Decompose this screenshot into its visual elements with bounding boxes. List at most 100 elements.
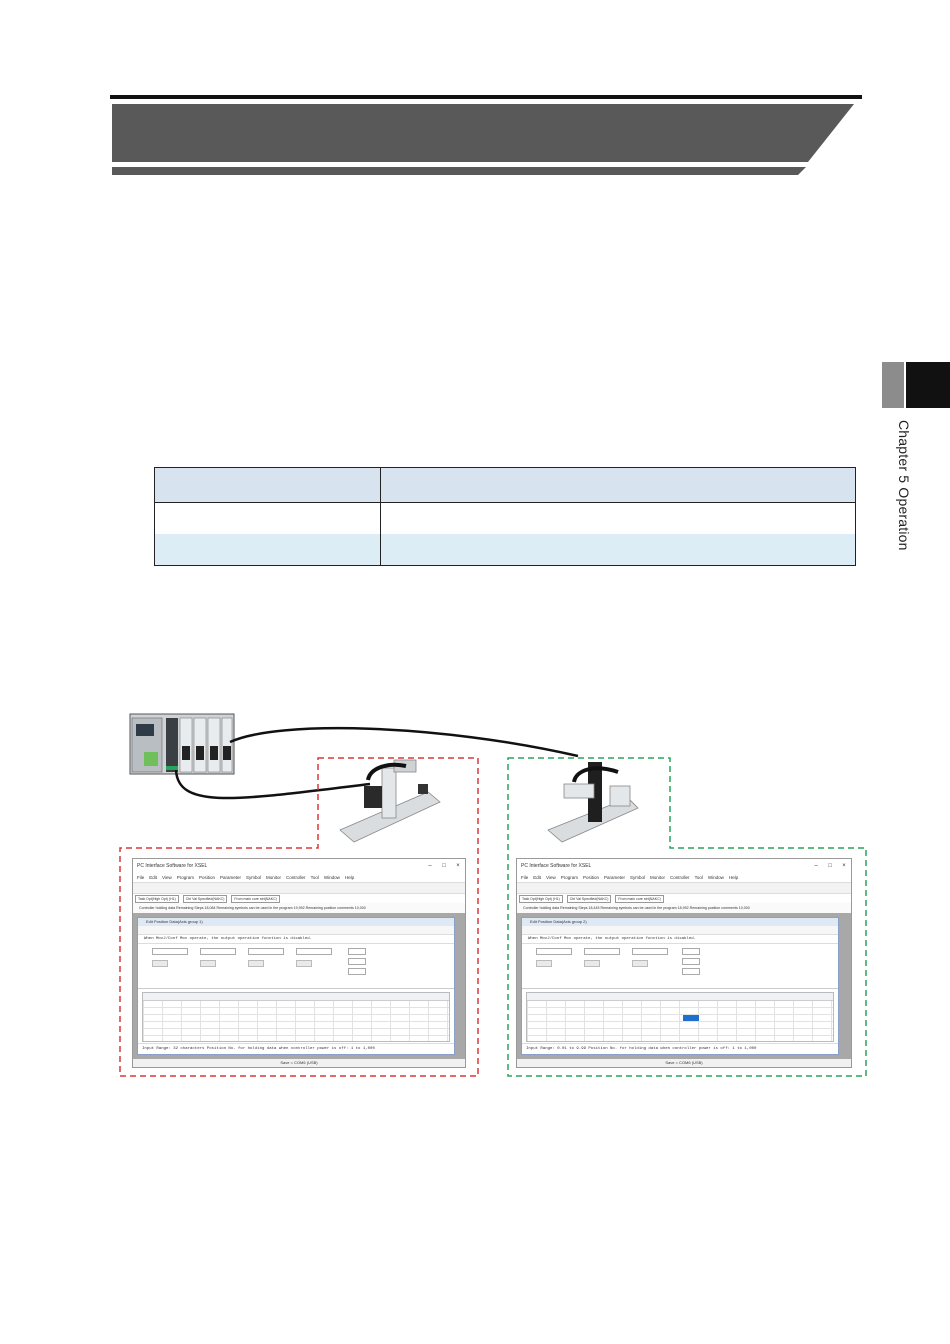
ctrl-combo[interactable]: Ctrl Val Specified(NAKC) (566, 894, 612, 903)
input-range-text: Input Range: 0.01 to 9.99 Position No. f… (522, 1043, 838, 1054)
menu-file[interactable]: File (137, 875, 145, 880)
maximize-button[interactable]: □ (828, 863, 832, 869)
workspace: Edit Position Data(Axis group 2) When Mo… (517, 913, 851, 1059)
menu-symbol[interactable]: Symbol (246, 875, 262, 880)
menu-edit[interactable]: Edit (149, 875, 158, 880)
menu-view[interactable]: View (162, 875, 172, 880)
grid-header (527, 993, 833, 1001)
axis-panel (522, 944, 838, 989)
chapter-tab-dark (906, 362, 950, 408)
vel-field[interactable] (348, 948, 366, 955)
header-rule (110, 95, 862, 99)
table-row (155, 503, 855, 534)
window-titlebar: PC Interface Software for XSEL – □ × (517, 859, 851, 873)
menu-parameter[interactable]: Parameter (604, 875, 626, 880)
axis-panel (138, 944, 454, 989)
software-window-group-2: PC Interface Software for XSEL – □ × Fil… (516, 858, 852, 1068)
menu-window[interactable]: Window (707, 875, 724, 880)
close-button[interactable]: × (842, 863, 846, 869)
jog-button[interactable] (632, 960, 648, 967)
menu-file[interactable]: File (521, 875, 529, 880)
combo-row: Task Opt(High Opt) (H1) Ctrl Val Specifi… (133, 894, 465, 903)
axis-value-field[interactable] (296, 948, 332, 955)
cable-to-robot-2 (229, 726, 579, 758)
menu-help[interactable]: Help (728, 875, 739, 880)
table-header-row (155, 468, 855, 503)
combo-row: Task Opt(High Opt) (H1) Ctrl Val Specifi… (517, 894, 851, 903)
dcl-field[interactable] (682, 968, 700, 975)
chapter-label: Chapter 5 Operation (896, 420, 912, 551)
menu-controller[interactable]: Controller (286, 875, 306, 880)
menu-help[interactable]: Help (344, 875, 355, 880)
dialog-toolbar (138, 926, 454, 935)
status-bar: Save = COM6 (USB) (517, 1059, 851, 1067)
workspace: Edit Position Data(Axis group 1) When Mo… (133, 913, 465, 1059)
notice-text: When MovJ/Conf Mov operate, the output o… (138, 935, 454, 944)
dialog-title: Edit Position Data(Axis group 2) (522, 918, 838, 926)
menu-edit[interactable]: Edit (533, 875, 542, 880)
dcl-field[interactable] (348, 968, 366, 975)
axis-value-field[interactable] (584, 948, 620, 955)
task-combo[interactable]: Task Opt(High Opt) (H1) (519, 894, 563, 903)
window-title: PC Interface Software for XSEL (521, 863, 592, 869)
dialog-toolbar (522, 926, 838, 935)
minimize-button[interactable]: – (428, 863, 432, 869)
menu-symbol[interactable]: Symbol (630, 875, 646, 880)
jog-button[interactable] (248, 960, 264, 967)
selected-cell[interactable] (683, 1015, 699, 1021)
menu-position[interactable]: Position (198, 875, 215, 880)
axis-value-field[interactable] (632, 948, 668, 955)
jog-button[interactable] (296, 960, 312, 967)
acc-field[interactable] (682, 958, 700, 965)
spec-table (154, 467, 856, 566)
menu-tool[interactable]: Tool (310, 875, 319, 880)
toolbar (517, 882, 851, 894)
menu-program[interactable]: Program (176, 875, 194, 880)
controller-unit (129, 713, 235, 775)
dialog-title: Edit Position Data(Axis group 1) (138, 918, 454, 926)
axis-value-field[interactable] (152, 948, 188, 955)
acc-field[interactable] (348, 958, 366, 965)
table-row (155, 534, 855, 565)
window-titlebar: PC Interface Software for XSEL – □ × (133, 859, 465, 873)
menu-position[interactable]: Position (582, 875, 599, 880)
menu-monitor[interactable]: Monitor (266, 875, 282, 880)
axis-value-field[interactable] (200, 948, 236, 955)
task-combo[interactable]: Task Opt(High Opt) (H1) (135, 894, 179, 903)
cable-to-robot-1 (174, 769, 371, 800)
toolbar (133, 882, 465, 894)
menu-bar: File Edit View Program Position Paramete… (517, 873, 851, 882)
position-grid[interactable] (142, 992, 450, 1042)
grid-header (143, 993, 449, 1001)
edit-position-dialog: Edit Position Data(Axis group 2) When Mo… (521, 917, 839, 1055)
input-range-text: Input Range: 32 characters Position No. … (138, 1043, 454, 1054)
window-title: PC Interface Software for XSEL (137, 863, 208, 869)
core-combo[interactable]: From main core strt(NAKC) (231, 894, 280, 903)
vel-field[interactable] (682, 948, 700, 955)
jog-button[interactable] (200, 960, 216, 967)
chapter-tab-grey (882, 362, 904, 408)
menu-program[interactable]: Program (560, 875, 578, 880)
jog-button[interactable] (584, 960, 600, 967)
menu-tool[interactable]: Tool (694, 875, 703, 880)
menu-monitor[interactable]: Monitor (650, 875, 666, 880)
menu-bar: File Edit View Program Position Paramete… (133, 873, 465, 882)
menu-view[interactable]: View (546, 875, 556, 880)
core-combo[interactable]: From main core strt(NAKC) (615, 894, 664, 903)
notice-text: When MovJ/Conf Mov operate, the output o… (522, 935, 838, 944)
menu-window[interactable]: Window (323, 875, 340, 880)
software-window-group-1: PC Interface Software for XSEL – □ × Fil… (132, 858, 466, 1068)
menu-controller[interactable]: Controller (670, 875, 690, 880)
jog-button[interactable] (152, 960, 168, 967)
axis-value-field[interactable] (248, 948, 284, 955)
close-button[interactable]: × (456, 863, 460, 869)
axis-value-field[interactable] (536, 948, 572, 955)
minimize-button[interactable]: – (814, 863, 818, 869)
robot-2-image (547, 762, 639, 843)
position-grid[interactable] (526, 992, 834, 1042)
jog-button[interactable] (536, 960, 552, 967)
ctrl-combo[interactable]: Ctrl Val Specified(NAKC) (182, 894, 228, 903)
maximize-button[interactable]: □ (442, 863, 446, 869)
robot-1-image (339, 759, 441, 843)
menu-parameter[interactable]: Parameter (220, 875, 242, 880)
